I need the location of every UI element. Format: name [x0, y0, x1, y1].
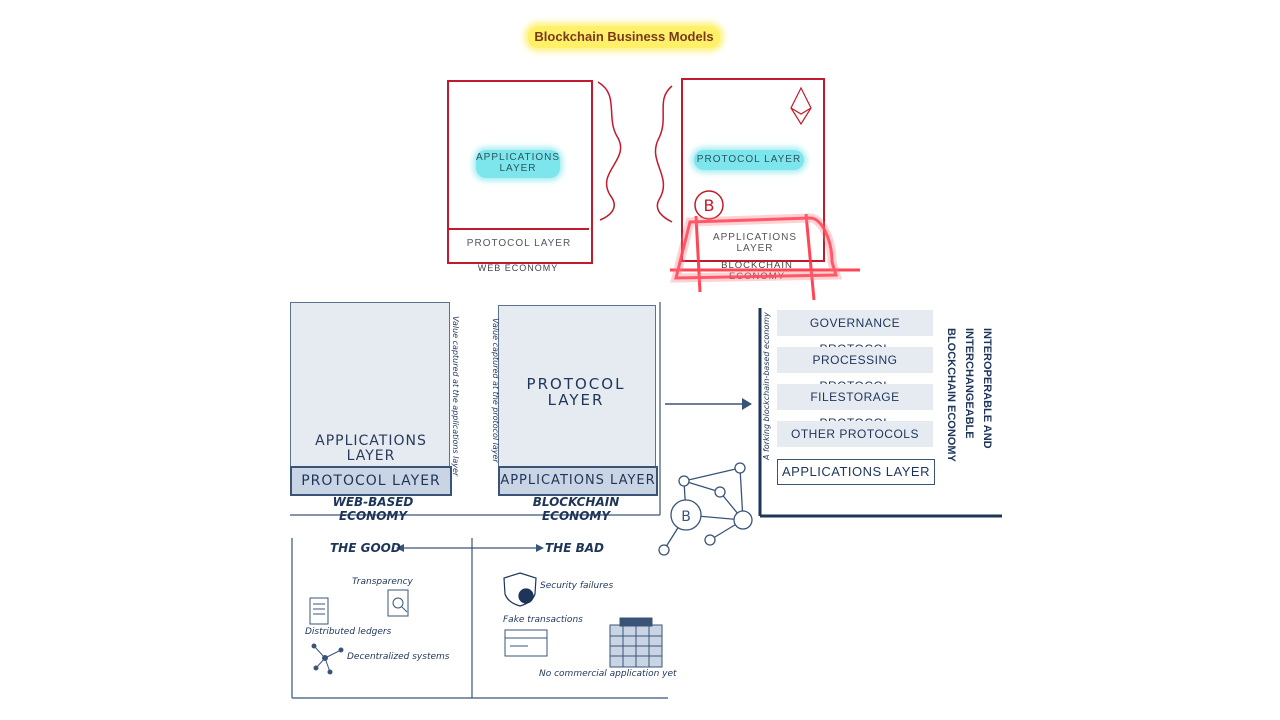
web-based-economy-block: [290, 302, 450, 496]
blockchain-applications-layer-label: APPLICATIONS LAYER: [712, 232, 798, 254]
blockchain-economy-middle-label: BLOCKCHAIN ECONOMY: [532, 495, 620, 523]
side-title-line-1: INTEROPERABLE AND: [981, 328, 993, 449]
page-title: Blockchain Business Models: [528, 26, 720, 48]
the-bad-title: THE BAD: [545, 541, 604, 555]
web-applications-layer-label: APPLICATIONS LAYER: [476, 150, 560, 178]
magnifier-document-icon: [387, 589, 409, 617]
bitcoin-icon: B: [694, 190, 724, 220]
web-protocol-layer-bar: PROTOCOL LAYER: [290, 466, 452, 496]
ethereum-icon: [790, 86, 812, 126]
side-title-line-2: INTERCHANGEABLE: [963, 328, 975, 439]
network-graph-icon: B: [658, 462, 753, 556]
office-building-icon: [609, 617, 663, 668]
value-note-protocol: Value captured at the protocol layer: [491, 318, 500, 463]
forking-economy-note: A forking blockchain-based economy: [762, 312, 771, 460]
arrow-head: [742, 398, 752, 410]
blockchain-applications-layer-bar: APPLICATIONS LAYER: [498, 466, 658, 496]
credit-card-icon: [504, 629, 548, 657]
svg-text:B: B: [704, 196, 715, 215]
wavy-divider-left: [597, 81, 622, 221]
side-title-line-3: BLOCKCHAIN ECONOMY: [945, 328, 957, 462]
no-commercial-application-label: No commercial application yet: [539, 669, 677, 679]
security-failures-label: Security failures: [540, 581, 614, 591]
highlight-scribble: [670, 213, 860, 301]
applications-layer-item: APPLICATIONS LAYER: [777, 459, 935, 485]
blockchain-protocol-layer-label: PROTOCOL LAYER: [694, 150, 804, 170]
transparency-label: Transparency: [352, 577, 413, 587]
web-based-economy-label: WEB-BASED ECONOMY: [332, 495, 414, 523]
distributed-ledgers-label: Distributed ledgers: [305, 627, 392, 637]
processing-protocol-item: PROCESSING PROTOCOL: [777, 347, 933, 393]
web-economy-label: WEB ECONOMY: [477, 263, 559, 273]
svg-text:B: B: [681, 509, 691, 525]
blockchain-protocol-layer: PROTOCOL LAYER: [526, 375, 626, 409]
ledger-document-icon: [309, 597, 329, 625]
highlight-glow: [670, 213, 843, 283]
filestorage-protocol-item: FILESTORAGE PROTOCOL: [777, 384, 933, 430]
decentralized-network-icon: [311, 643, 344, 675]
shield-icon: [503, 572, 537, 607]
governance-protocol-item: GOVERNANCE PROTOCOL: [777, 310, 933, 356]
the-good-title: THE GOOD: [330, 541, 401, 555]
other-protocols-item: OTHER PROTOCOLS: [777, 421, 933, 447]
decentralized-systems-label: Decentralized systems: [347, 652, 450, 662]
blockchain-economy-box: [681, 78, 825, 262]
value-note-applications: Value captured at the applications layer: [451, 316, 460, 477]
fake-transactions-label: Fake transactions: [503, 615, 583, 625]
wavy-divider-right: [654, 85, 673, 223]
blockchain-economy-block: [498, 305, 656, 495]
web-protocol-layer-label: PROTOCOL LAYER: [449, 228, 589, 258]
web-applications-layer: APPLICATIONS LAYER: [315, 433, 427, 464]
